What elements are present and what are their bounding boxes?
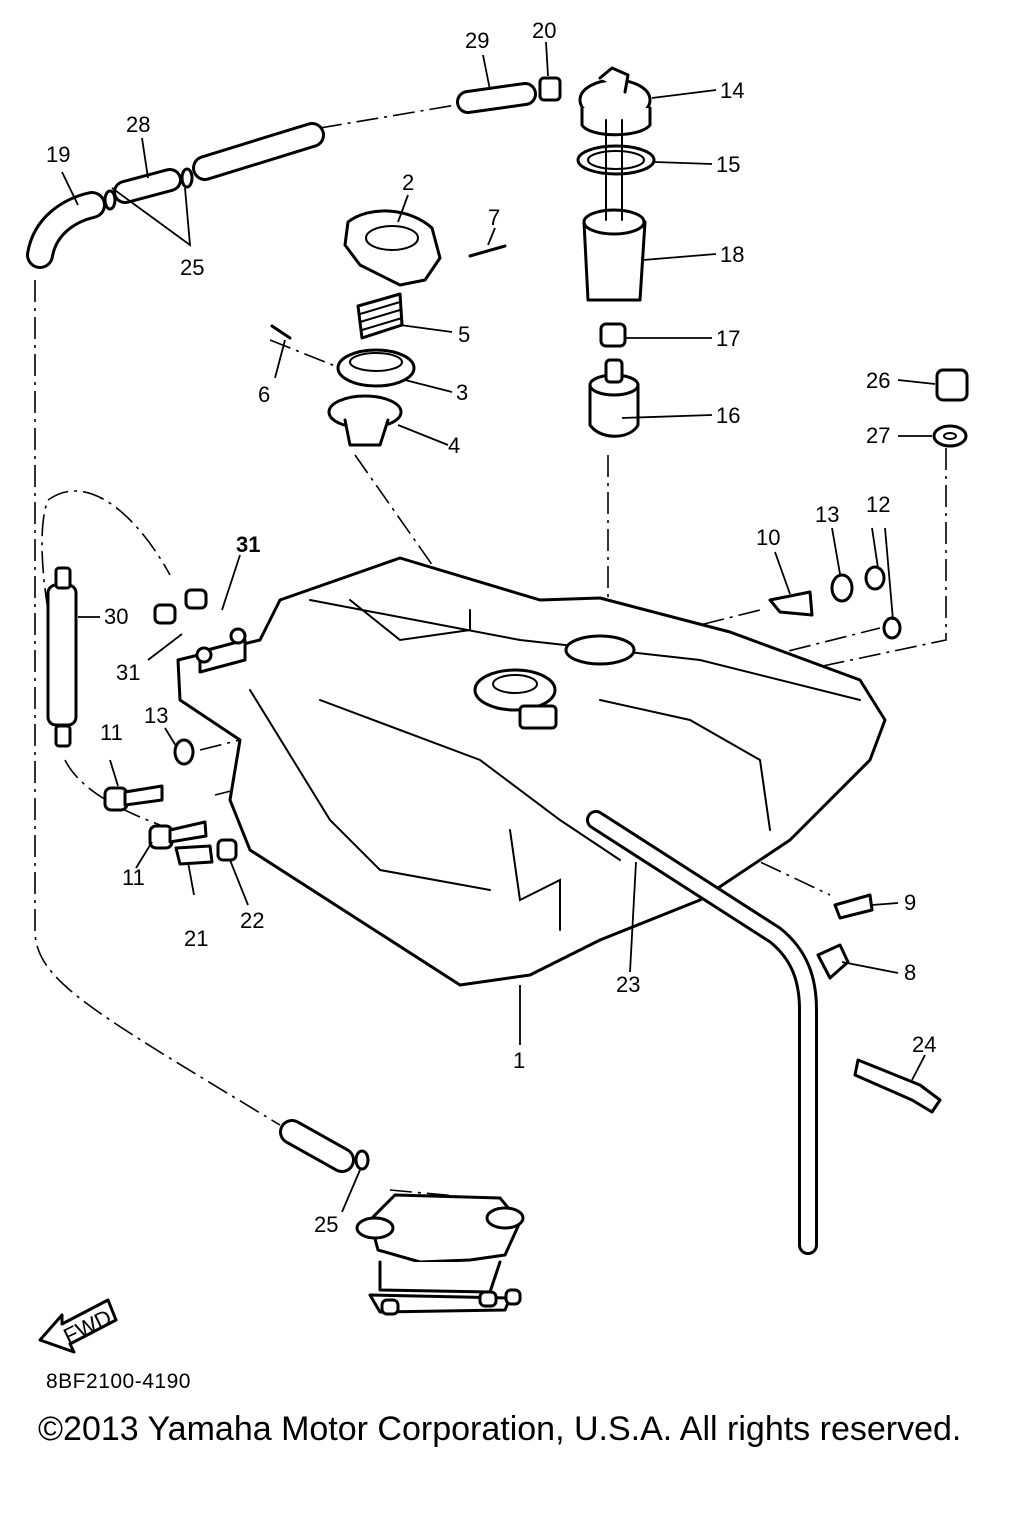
callout-3: 3: [456, 380, 468, 405]
callout-24: 24: [912, 1032, 936, 1057]
callout-30: 30: [104, 604, 128, 629]
callout-6: 6: [258, 382, 270, 407]
callout-25-lower: 25: [314, 1212, 338, 1237]
forward-direction-arrow: FWD: [38, 1298, 118, 1354]
callout-4: 4: [448, 433, 460, 458]
callout-labels: 1 2 3 4 5 6 7 8 9 10 11 11 12 13 13 14 1…: [46, 18, 936, 1237]
callout-11-upper: 11: [100, 720, 123, 745]
callout-9: 9: [904, 890, 916, 915]
callout-14: 14: [720, 78, 744, 103]
callout-2: 2: [402, 170, 414, 195]
callout-5: 5: [458, 322, 470, 347]
callout-13-left: 13: [144, 703, 168, 728]
callout-15: 15: [716, 152, 740, 177]
callout-22: 22: [240, 908, 264, 933]
callout-7: 7: [488, 205, 500, 230]
callout-26: 26: [866, 368, 890, 393]
right-side-fittings: [768, 368, 969, 1114]
callout-27: 27: [866, 423, 890, 448]
leader-lines: [61, 41, 936, 1213]
callout-19: 19: [46, 142, 70, 167]
callout-29: 29: [465, 28, 489, 53]
callout-28: 28: [126, 112, 150, 137]
callout-23: 23: [616, 972, 640, 997]
fuel-tank: [176, 556, 887, 987]
fuel-gauge-assembly: [538, 66, 656, 438]
callout-18: 18: [720, 242, 744, 267]
callout-10: 10: [756, 525, 780, 550]
fuel-pump-assembly: [279, 1119, 525, 1316]
callout-12: 12: [866, 492, 890, 517]
left-side-fittings: [46, 566, 238, 866]
diagram-code: 8BF2100-4190: [46, 1370, 191, 1393]
callout-31-upper: 31: [236, 532, 260, 557]
callout-16: 16: [716, 403, 740, 428]
callout-11-lower: 11: [122, 865, 145, 890]
breather-pipe: [586, 810, 818, 1255]
callout-13-right: 13: [815, 502, 839, 527]
callout-25-upper: 25: [180, 255, 204, 280]
fuel-cap-assembly: [270, 209, 507, 447]
callout-21: 21: [184, 926, 208, 951]
upper-hoses: [26, 82, 537, 269]
callout-20: 20: [532, 18, 556, 43]
callout-31-lower: 31: [116, 660, 140, 685]
callout-8: 8: [904, 960, 916, 985]
callout-1: 1: [513, 1048, 525, 1073]
callout-17: 17: [716, 326, 740, 351]
copyright-notice: ©2013 Yamaha Motor Corporation, U.S.A. A…: [38, 1410, 962, 1448]
